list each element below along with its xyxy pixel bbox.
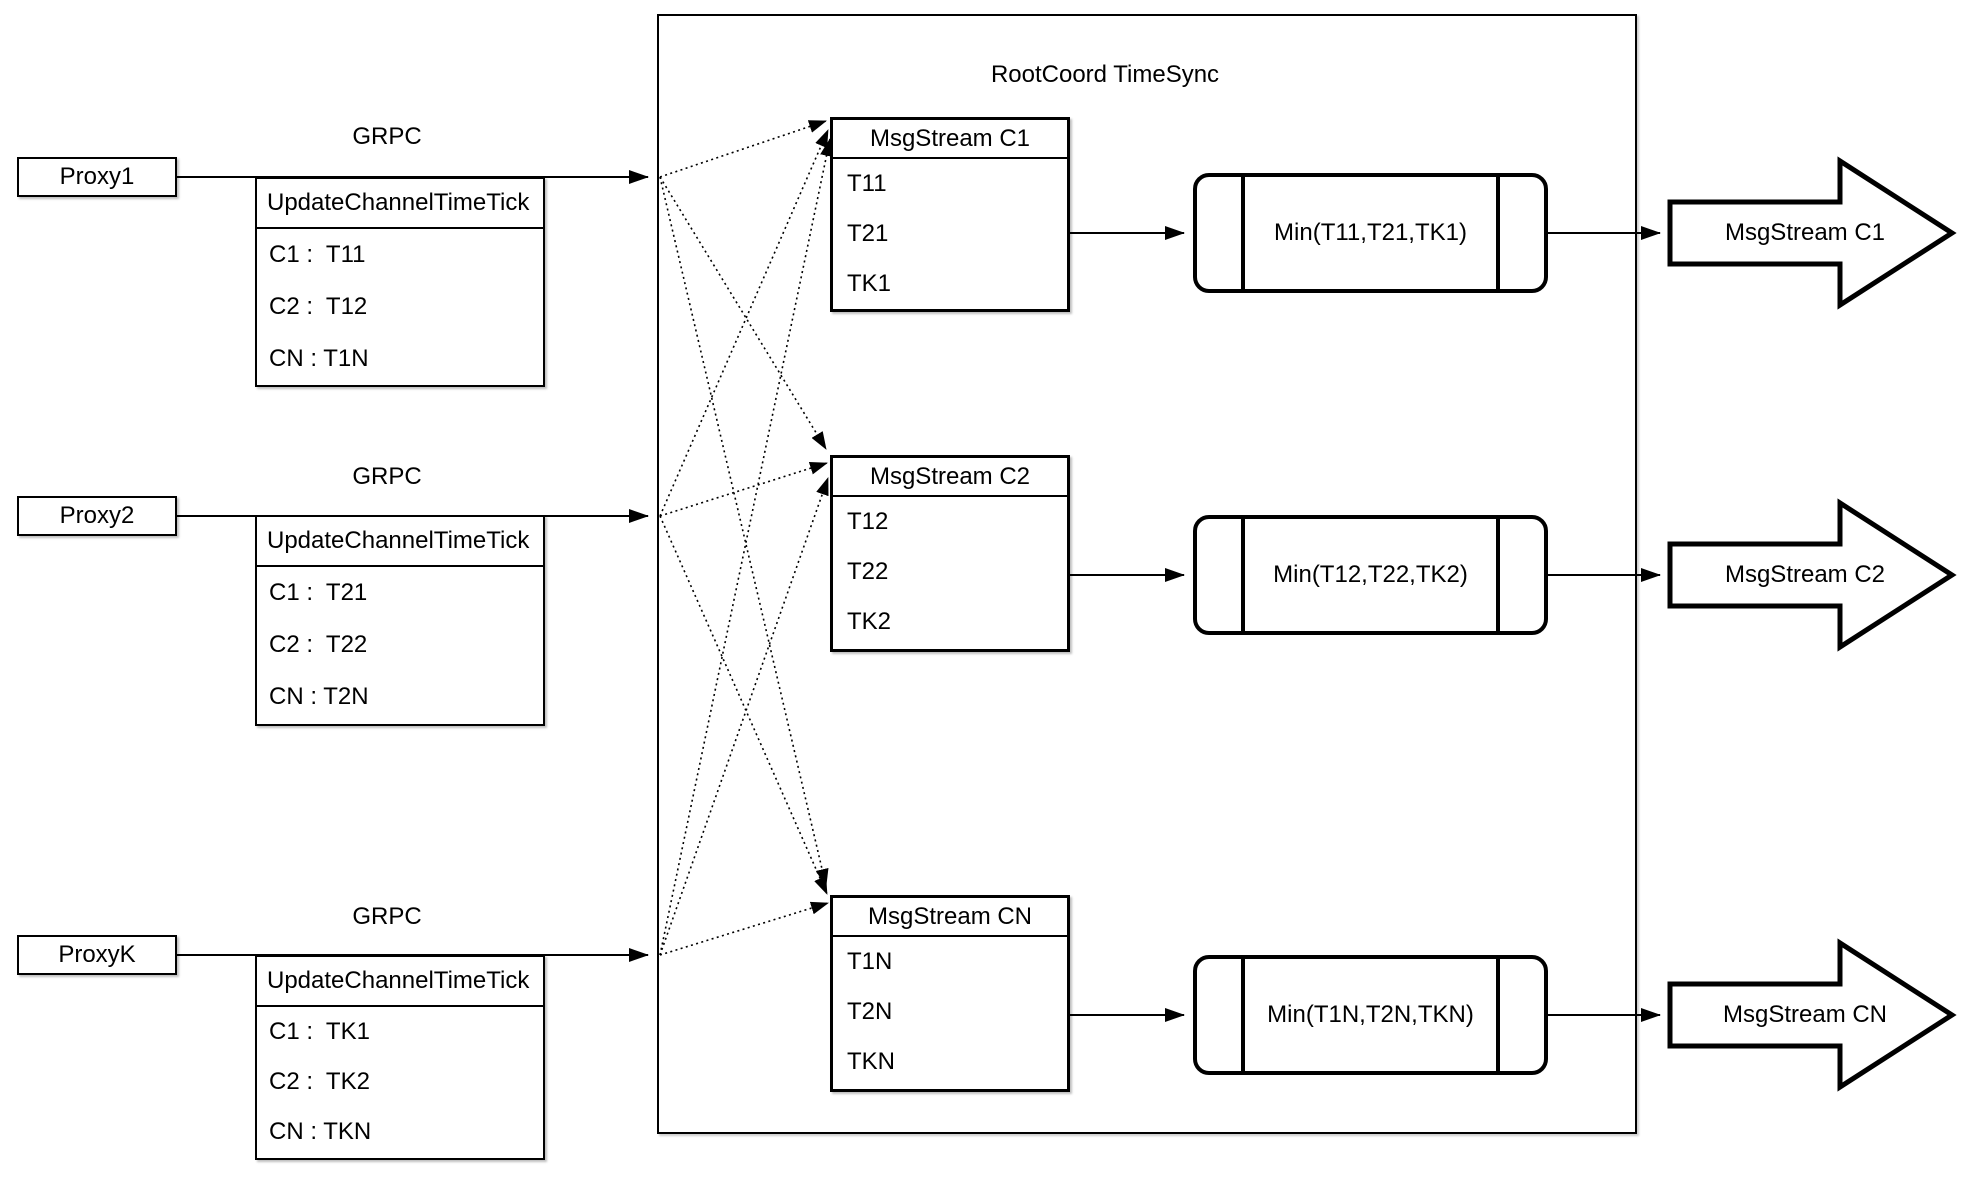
msgstream-cn-header: MsgStream CN — [833, 898, 1067, 937]
rootcoord-timesync-box — [657, 14, 1637, 1134]
min-c1-label: Min(T11,T21,TK1) — [1274, 219, 1467, 246]
proxy1-to-msgstream-c1-line — [659, 120, 827, 178]
proxy2-timetick-table: UpdateChannelTimeTick C1 : T21 C2 : T22 … — [255, 515, 545, 726]
proxyk-table-header: UpdateChannelTimeTick — [257, 957, 543, 1007]
stream-row: T21 — [847, 220, 889, 247]
min-cn-label: Min(T1N,T2N,TKN) — [1267, 1001, 1474, 1028]
table-row: C2 : TK2 — [269, 1068, 370, 1095]
min-c2-pill: Min(T12,T22,TK2) — [1193, 515, 1548, 635]
pill-left-bar — [1241, 959, 1245, 1071]
min-c1-pill: Min(T11,T21,TK1) — [1193, 173, 1548, 293]
msgstream-cn-output-arrow-label: MsgStream CN — [1722, 1001, 1888, 1028]
msgstream-c1-box: MsgStream C1 T11 T21 TK1 — [830, 117, 1070, 312]
table-row: CN : T1N — [269, 345, 369, 372]
msgstream-cn-output-arrow-shape — [1667, 938, 1957, 1092]
proxy1-grpc-label: GRPC — [352, 123, 422, 150]
proxyk-timetick-table: UpdateChannelTimeTick C1 : TK1 C2 : TK2 … — [255, 955, 545, 1160]
stream-row: TK1 — [847, 270, 892, 297]
proxy2-to-msgstream-c2-line — [659, 461, 828, 517]
rootcoord-timesync-title: RootCoord TimeSync — [990, 61, 1220, 88]
msgstream-c1-output-arrow-label: MsgStream C1 — [1724, 219, 1886, 246]
table-row: C1 : T11 — [269, 241, 366, 268]
table-row: C2 : T22 — [269, 631, 368, 658]
proxyk-to-msgstream-c2-line — [659, 477, 829, 956]
stream-row: TK2 — [847, 608, 892, 635]
pill-left-bar — [1241, 519, 1245, 631]
proxy2-grpc-label: GRPC — [352, 463, 422, 490]
proxy1-timetick-table: UpdateChannelTimeTick C1 : T11 C2 : T12 … — [255, 177, 545, 387]
table-row: C1 : T21 — [269, 579, 368, 606]
msgstream-c2-output-arrow-shape — [1667, 498, 1957, 652]
proxy2-table-header: UpdateChannelTimeTick — [257, 517, 543, 567]
proxyk-to-msgstream-c1-line — [659, 138, 833, 956]
pill-left-bar — [1241, 177, 1245, 289]
stream-row: T1N — [847, 948, 893, 975]
stream-row: T12 — [847, 508, 889, 535]
pill-right-bar — [1496, 519, 1500, 631]
proxy1-table-header: UpdateChannelTimeTick — [257, 179, 543, 229]
msgstream-c2-header: MsgStream C2 — [833, 458, 1067, 497]
min-cn-pill: Min(T1N,T2N,TKN) — [1193, 955, 1548, 1075]
msgstream-c1-header: MsgStream C1 — [833, 120, 1067, 159]
stream-row: TKN — [847, 1048, 895, 1075]
msgstream-c2-output-arrow-label: MsgStream C2 — [1724, 561, 1886, 588]
stream-row: T2N — [847, 998, 893, 1025]
proxyk-box: ProxyK — [17, 935, 177, 975]
table-row: CN : T2N — [269, 683, 369, 710]
min-c2-label: Min(T12,T22,TK2) — [1273, 561, 1468, 588]
stream-row: T11 — [847, 170, 887, 197]
pill-right-bar — [1496, 959, 1500, 1071]
stream-row: T22 — [847, 558, 889, 585]
msgstream-c1-output-arrow-shape — [1667, 156, 1957, 310]
table-row: C2 : T12 — [269, 293, 368, 320]
proxy2-to-msgstream-cn-line — [659, 515, 828, 895]
msgstream-c2-box: MsgStream C2 T12 T22 TK2 — [830, 455, 1070, 652]
msgstream-cn-box: MsgStream CN T1N T2N TKN — [830, 895, 1070, 1092]
pill-right-bar — [1496, 177, 1500, 289]
proxy1-box: Proxy1 — [17, 157, 177, 197]
proxyk-to-msgstream-cn-line — [659, 901, 829, 956]
proxy1-to-msgstream-c2-line — [659, 176, 827, 450]
table-row: C1 : TK1 — [269, 1018, 370, 1045]
proxy2-box: Proxy2 — [17, 496, 177, 536]
table-row: CN : TKN — [269, 1118, 372, 1145]
proxyk-grpc-label: GRPC — [352, 903, 422, 930]
